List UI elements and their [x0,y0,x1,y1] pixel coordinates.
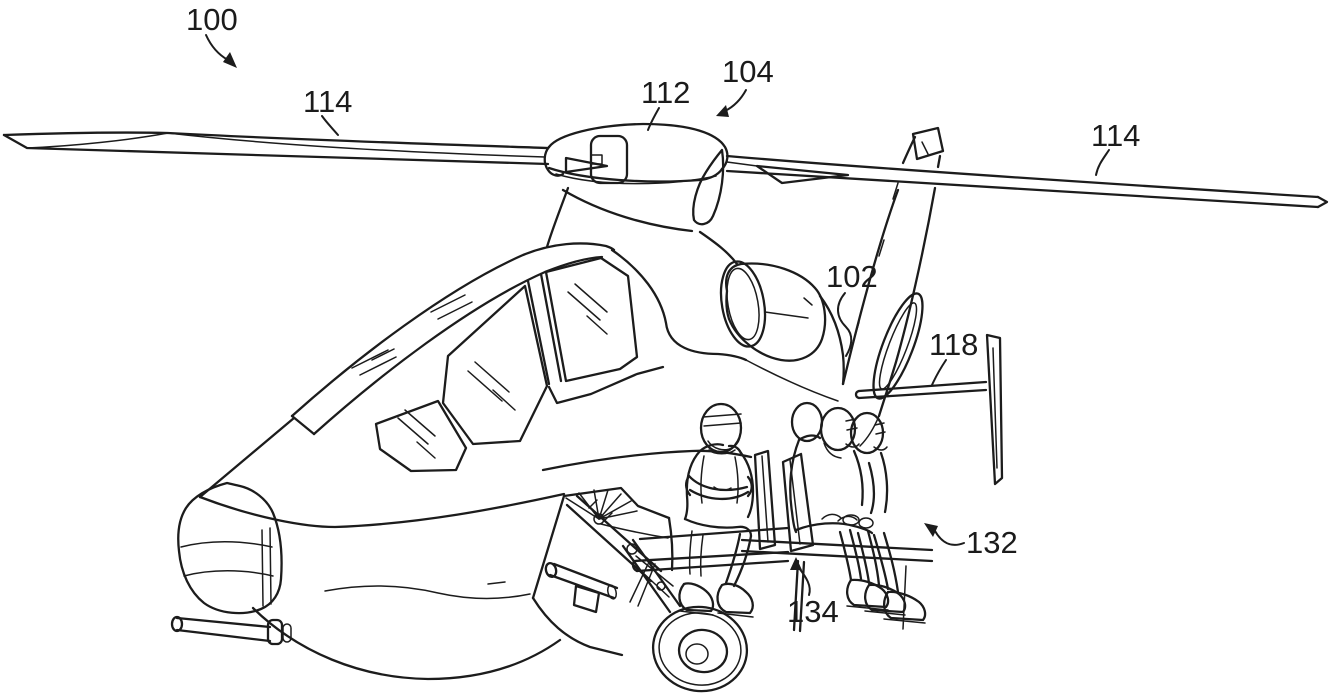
reference-annotations: 100 114 112 104 114 102 118 132 134 [186,2,1140,629]
leader-arrow-100 [205,34,229,61]
engine-exhaust-duct [698,230,827,362]
arrowhead-104 [716,105,729,117]
ref-label-114-right: 114 [1091,118,1140,153]
arrowhead-100 [223,52,237,68]
ref-label-112: 112 [641,75,690,110]
main-rotor-blade-right [725,154,1329,209]
leader-114-left [321,115,339,136]
ref-label-118: 118 [929,327,978,362]
leader-arrow-132 [934,530,965,546]
ref-label-114-left: 114 [303,84,352,119]
glass-reflection-ticks [351,283,608,459]
leader-arrow-134 [798,567,811,596]
horizontal-stabilizer [854,333,1004,486]
arrowhead-134 [790,557,802,570]
leader-102 [837,292,853,357]
ref-label-102: 102 [826,259,878,294]
ref-label-134: 134 [787,594,839,629]
landing-gear-bay [531,486,682,657]
cockpit-canopy [290,242,753,473]
crew-figure-front [678,402,755,618]
main-rotor-hub [543,122,729,249]
crew-figures-rear [789,401,927,624]
leader-114-right [1095,149,1110,176]
ref-label-132: 132 [966,525,1018,560]
ref-label-100: 100 [186,2,238,37]
landing-gear-wheel [651,605,749,693]
arrowhead-132 [924,523,938,537]
leader-118 [931,359,947,386]
leader-112 [647,107,660,131]
leader-arrow-104 [724,89,747,112]
ref-label-104: 104 [722,54,774,89]
nose-and-fuselage [177,416,566,681]
gear-strut-fan [565,489,638,525]
main-rotor-blade-left [2,131,550,166]
external-bench-seat [600,449,934,633]
nose-sensor-probe [170,615,292,646]
